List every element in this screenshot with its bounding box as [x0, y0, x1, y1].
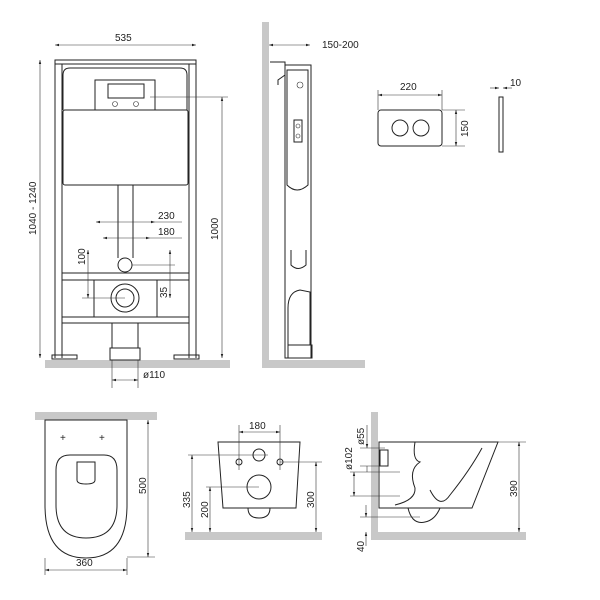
- flush-plate-front: [377, 109, 443, 147]
- dim-40: 40: [356, 540, 367, 552]
- dim-200: 200: [200, 501, 211, 518]
- dim-1000: 1000: [210, 217, 221, 240]
- flush-button-left: [391, 119, 409, 137]
- dim-360: 360: [76, 558, 93, 569]
- dim-390: 390: [509, 480, 520, 497]
- dim-220: 220: [400, 82, 417, 93]
- dim-335: 335: [182, 491, 193, 508]
- bowl-top-view: + + 500 360: [35, 412, 157, 575]
- frame-front-view: 535 1040 - 1240 1000 230 180 100 35 ø110: [28, 33, 230, 388]
- bolt-mark-right: +: [99, 433, 105, 444]
- dim-535: 535: [115, 33, 132, 44]
- flush-mount: [94, 79, 156, 111]
- bolt-mark-left: +: [60, 433, 66, 444]
- frame-side-view: 150-200: [262, 22, 365, 368]
- dim-102: ø102: [344, 447, 355, 470]
- dim-180: 180: [158, 227, 175, 238]
- bowl-side-view: ø55 ø102 40 390: [344, 412, 526, 552]
- dim-10: 10: [510, 78, 522, 89]
- dim-1040-1240: 1040 - 1240: [28, 181, 39, 235]
- dim-55: ø55: [356, 427, 367, 445]
- floor: [45, 360, 230, 368]
- dim-180-bowl: 180: [249, 421, 266, 432]
- flush-plate: 220 150 10: [377, 78, 522, 153]
- dim-230: 230: [158, 211, 175, 222]
- dim-100: 100: [77, 248, 88, 265]
- dim-35: 35: [159, 286, 170, 298]
- dim-150-200: 150-200: [322, 40, 359, 51]
- bowl-rear-view: 180 335 200 300: [182, 421, 322, 540]
- cistern: [62, 109, 189, 186]
- flush-plate-side: [498, 96, 504, 153]
- dim-150: 150: [460, 120, 471, 137]
- flush-pipe-outlet: [117, 257, 133, 273]
- dim-110: ø110: [143, 370, 165, 381]
- flush-button-right: [412, 119, 430, 137]
- dim-500: 500: [138, 477, 149, 494]
- dim-300: 300: [306, 491, 317, 508]
